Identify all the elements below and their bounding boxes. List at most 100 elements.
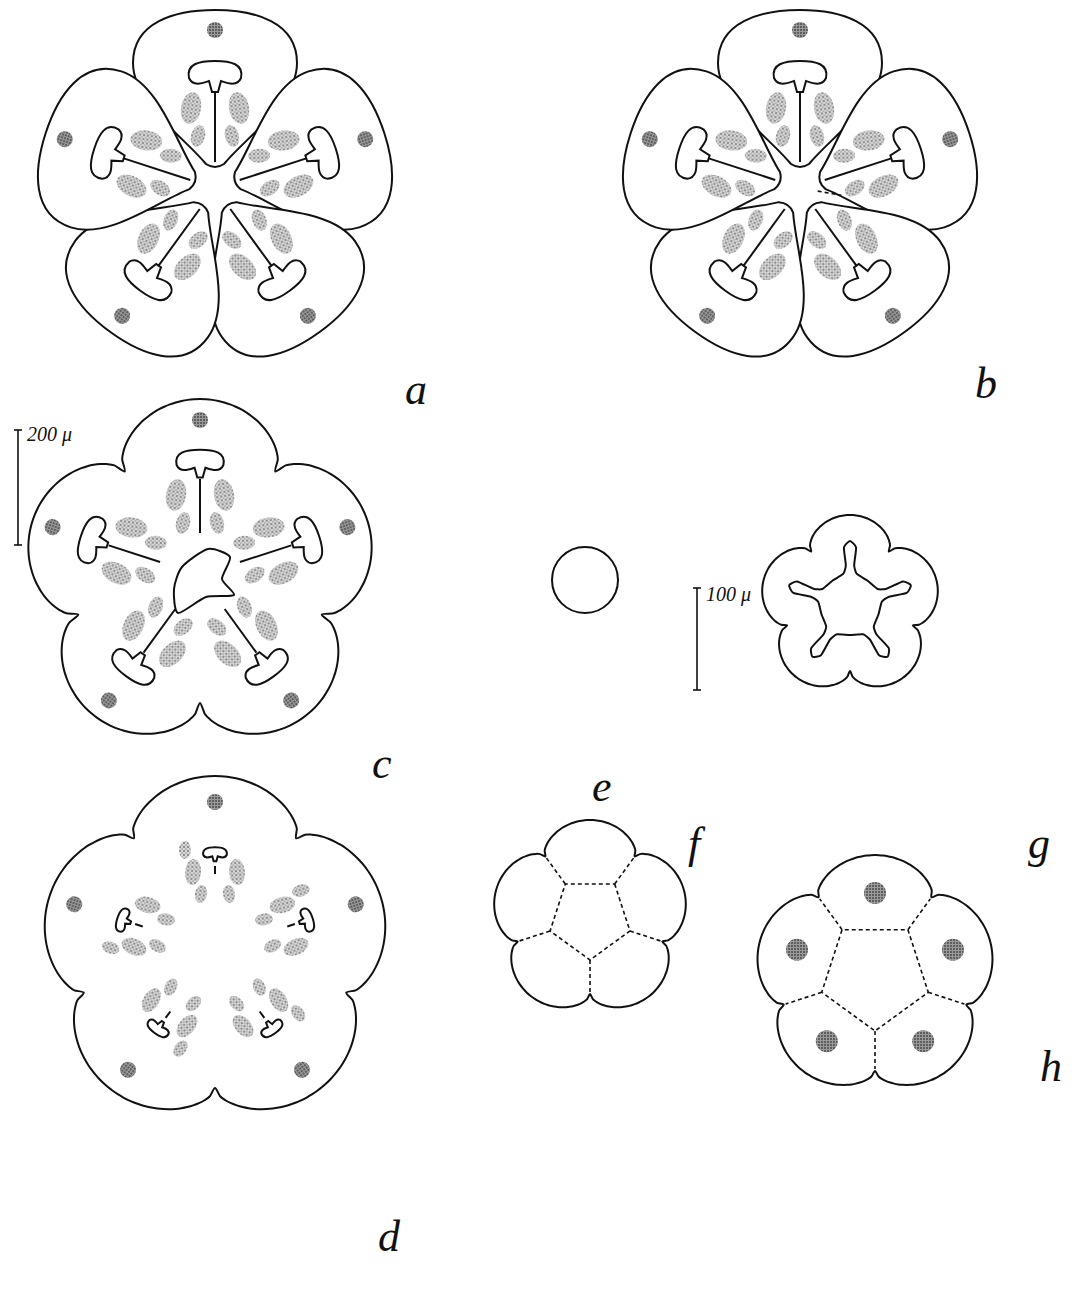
vascular-bundle xyxy=(194,884,209,904)
vascular-bundle xyxy=(718,220,750,258)
scale-label: 100 μ xyxy=(706,584,751,604)
partition-line xyxy=(615,858,634,884)
vascular-bundle xyxy=(228,858,246,885)
suture-line xyxy=(799,92,801,162)
section-h xyxy=(758,855,993,1085)
dorsal-bundle xyxy=(192,412,208,428)
vascular-bundle xyxy=(266,128,300,152)
vascular-bundle xyxy=(811,91,836,126)
dorsal-bundle xyxy=(280,689,302,711)
dorsal-bundle xyxy=(291,1059,313,1081)
vascular-bundle xyxy=(254,912,273,926)
ovary-outline xyxy=(45,776,386,1109)
vascular-bundle xyxy=(119,934,149,959)
panel-letter: e xyxy=(592,765,612,809)
locule xyxy=(176,450,224,478)
dorsal-bundle xyxy=(912,1030,934,1052)
vascular-bundle xyxy=(754,249,791,286)
vascular-bundle xyxy=(185,228,211,253)
suture-line xyxy=(240,545,291,562)
suture-line xyxy=(230,209,271,266)
vascular-bundle xyxy=(226,993,247,1014)
dorsal-bundle xyxy=(111,305,133,327)
suture-line xyxy=(159,209,200,266)
dorsal-bundle xyxy=(696,305,718,327)
vascular-bundle xyxy=(744,148,767,163)
panel-letter: h xyxy=(1040,1045,1062,1089)
suture-line xyxy=(815,209,856,266)
vascular-bundle xyxy=(98,557,136,590)
locule xyxy=(704,250,765,306)
locule xyxy=(296,907,317,934)
vascular-bundle xyxy=(770,228,796,253)
vascular-bundle xyxy=(249,207,270,233)
suture-line xyxy=(199,479,201,533)
vascular-bundle xyxy=(219,228,245,253)
panel-letter: b xyxy=(975,362,997,406)
locule xyxy=(86,124,132,184)
vascular-bundle xyxy=(173,511,192,536)
vascular-bundle xyxy=(262,936,284,955)
vascular-bundle xyxy=(133,894,162,915)
dorsal-bundle xyxy=(882,305,904,327)
partition-line xyxy=(520,931,550,941)
vascular-bundle xyxy=(163,478,188,513)
carpel-outline xyxy=(20,55,220,259)
suture-line xyxy=(124,158,191,180)
locule xyxy=(835,250,896,306)
vascular-bundle xyxy=(698,170,736,203)
carpel-outline xyxy=(605,55,805,259)
suture-line xyxy=(225,609,257,653)
vascular-bundle xyxy=(160,207,181,233)
vascular-bundle xyxy=(222,124,241,149)
locule xyxy=(145,1015,172,1040)
vascular-bundle xyxy=(172,1011,201,1041)
vascular-bundle xyxy=(169,249,206,286)
dorsal-bundle xyxy=(207,22,223,38)
suture-line xyxy=(144,609,176,653)
vascular-bundle xyxy=(281,934,311,959)
section-d xyxy=(45,776,386,1109)
locule xyxy=(285,514,326,568)
vascular-bundle xyxy=(183,993,204,1014)
vascular-bundle xyxy=(133,220,165,258)
partition-line xyxy=(786,992,822,1004)
vascular-bundle xyxy=(170,1038,190,1060)
dorsal-bundle xyxy=(207,794,223,810)
locule xyxy=(119,250,180,306)
vascular-bundle xyxy=(745,207,766,233)
vascular-bundle xyxy=(265,985,292,1016)
vascular-bundle xyxy=(145,594,166,620)
dorsal-bundle xyxy=(940,129,960,149)
suture-line xyxy=(166,1011,171,1017)
vascular-bundle xyxy=(234,594,255,620)
fusion-line xyxy=(818,191,842,195)
panel-letter: d xyxy=(378,1215,400,1259)
locule xyxy=(250,250,311,306)
vascular-bundle xyxy=(250,607,282,645)
panel-letter: f xyxy=(688,822,700,866)
scale-bar xyxy=(14,430,22,545)
partition-line xyxy=(589,960,591,992)
vascular-bundle xyxy=(804,228,830,253)
vascular-bundle xyxy=(251,515,285,539)
vascular-bundle xyxy=(773,124,792,149)
ovary-outline xyxy=(28,399,371,734)
vascular-bundle xyxy=(865,170,903,203)
vascular-bundle xyxy=(224,249,261,286)
suture-line xyxy=(744,209,785,266)
vascular-bundle xyxy=(188,124,207,149)
locule xyxy=(883,124,929,184)
locule xyxy=(298,124,344,184)
partition-line xyxy=(550,884,630,960)
dorsal-bundle xyxy=(942,939,964,961)
dorsal-bundle xyxy=(864,882,886,904)
vascular-bundle xyxy=(809,249,846,286)
vascular-bundle xyxy=(147,176,173,200)
vascular-bundle xyxy=(257,176,283,200)
vascular-bundle xyxy=(851,128,885,152)
section-f xyxy=(494,820,686,1007)
partition-line xyxy=(630,931,660,941)
